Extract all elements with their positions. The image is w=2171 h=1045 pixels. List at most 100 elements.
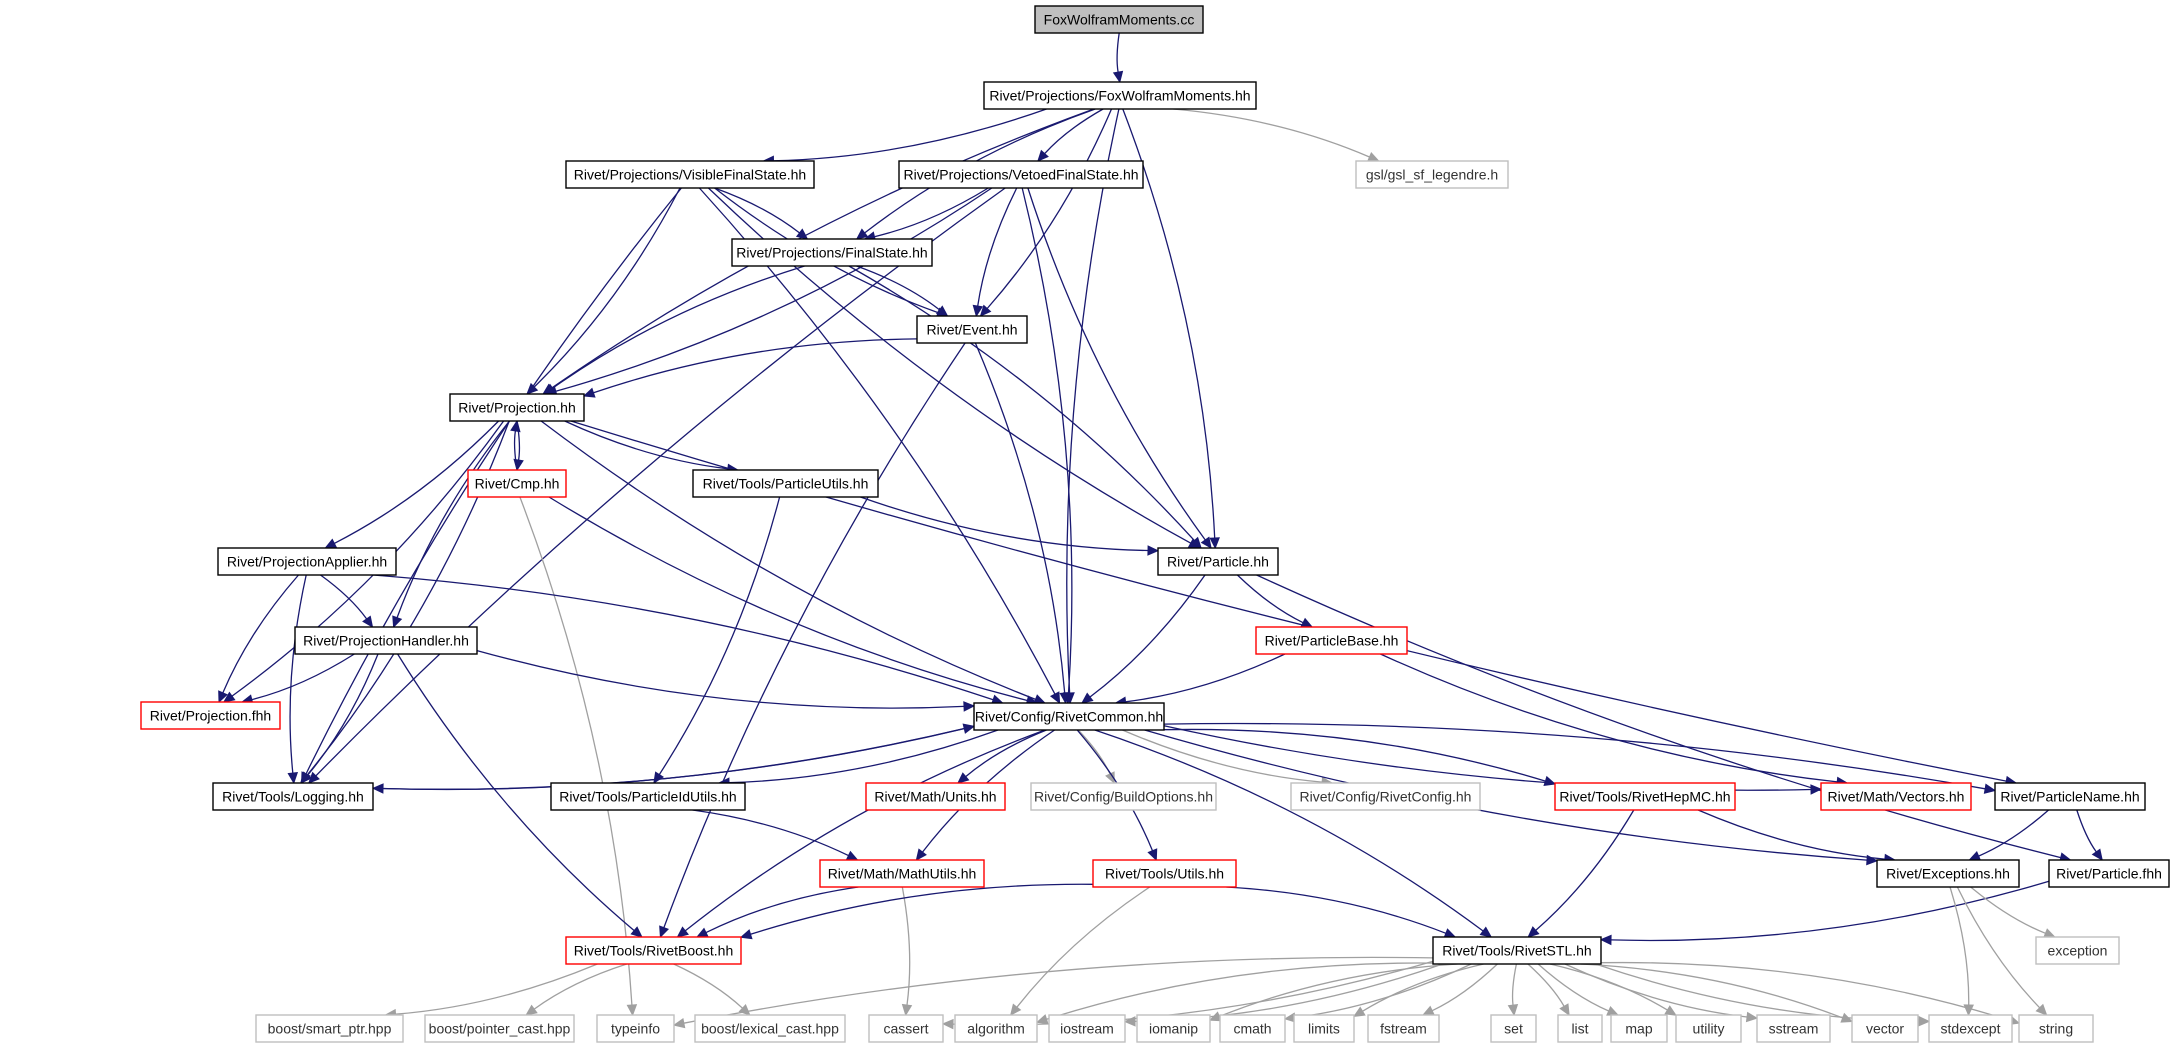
- arrowhead: [935, 305, 949, 317]
- node-box: [694, 1014, 846, 1043]
- arrowhead: [855, 228, 869, 240]
- node-proj[interactable]: Rivet/Projection.hh: [449, 393, 585, 422]
- arrowhead: [1479, 926, 1493, 938]
- edge-fwm-to-gsl: [1173, 108, 1380, 162]
- node-sstream: sstream: [1756, 1014, 1831, 1043]
- edge-line: [1527, 963, 1565, 1007]
- node-label: cmath: [1233, 1021, 1271, 1037]
- edge-papplier-to-logging: [287, 574, 307, 785]
- node-label: fstream: [1380, 1021, 1427, 1037]
- node-root[interactable]: FoxWolframMoments.cc: [1034, 5, 1204, 34]
- edge-line: [372, 727, 965, 790]
- node-box: [868, 1014, 944, 1043]
- edge-line: [395, 963, 598, 1015]
- node-box: [1610, 1014, 1668, 1043]
- node-event[interactable]: Rivet/Event.hh: [916, 315, 1028, 344]
- node-label: exception: [2048, 943, 2108, 959]
- node-label: Rivet/Tools/ParticleUtils.hh: [703, 476, 869, 492]
- node-box: [1490, 1014, 1537, 1043]
- edge-line: [564, 420, 728, 470]
- node-common[interactable]: Rivet/Config/RivetCommon.hh: [973, 702, 1165, 731]
- node-box: [692, 469, 879, 498]
- edge-utils-to-rstl: [1226, 886, 1457, 939]
- node-pfhh[interactable]: Rivet/Particle.fhh: [2048, 859, 2170, 888]
- edge-fwm-to-vfs: [762, 108, 1047, 167]
- node-box: [1928, 1014, 2013, 1043]
- arrowhead: [1968, 850, 1982, 861]
- node-vfs[interactable]: Rivet/Projections/VisibleFinalState.hh: [565, 160, 815, 189]
- node-particle[interactable]: Rivet/Particle.hh: [1157, 547, 1279, 576]
- node-mathutils[interactable]: Rivet/Math/MathUtils.hh: [819, 859, 985, 888]
- edge-line: [548, 496, 1028, 702]
- node-vetoed[interactable]: Rivet/Projections/VetoedFinalState.hh: [898, 160, 1144, 189]
- node-fs[interactable]: Rivet/Projections/FinalState.hh: [731, 238, 933, 267]
- edge-line: [320, 574, 368, 620]
- node-vectors[interactable]: Rivet/Math/Vectors.hh: [1820, 782, 1972, 811]
- node-box: [596, 1014, 675, 1043]
- edge-line: [1978, 809, 2050, 857]
- node-cmp[interactable]: Rivet/Cmp.hh: [467, 469, 567, 498]
- node-box: [255, 1014, 404, 1043]
- edge-line: [1511, 963, 1518, 1006]
- node-pbase[interactable]: Rivet/ParticleBase.hh: [1255, 626, 1408, 655]
- edge-hepmc-to-exceptions: [1697, 809, 1897, 865]
- node-box: [1355, 160, 1509, 189]
- node-label: gsl/gsl_sf_legendre.h: [1366, 167, 1498, 183]
- edge-papplier-to-projfhh: [218, 574, 299, 704]
- edge-mathutils-to-cassert: [901, 886, 913, 1017]
- node-units[interactable]: Rivet/Math/Units.hh: [865, 782, 1006, 811]
- edge-line: [1163, 728, 1546, 782]
- node-box: [1030, 782, 1217, 811]
- edge-fs-to-event: [856, 265, 949, 317]
- node-label: Rivet/Config/RivetConfig.hh: [1300, 789, 1472, 805]
- node-fwm[interactable]: Rivet/Projections/FoxWolframMoments.hh: [983, 81, 1257, 110]
- node-rconfig: Rivet/Config/RivetConfig.hh: [1290, 782, 1481, 811]
- node-rboost[interactable]: Rivet/Tools/RivetBoost.hh: [565, 936, 742, 965]
- edge-rstl-to-fstream: [1422, 963, 1498, 1016]
- arrowhead: [2043, 928, 2056, 939]
- node-box: [1554, 782, 1736, 811]
- node-phandler[interactable]: Rivet/ProjectionHandler.hh: [294, 626, 478, 655]
- arrowhead: [1147, 545, 1160, 556]
- edge-line: [1949, 886, 1970, 1006]
- edge-line: [986, 108, 1113, 309]
- arrowhead: [1527, 926, 1540, 938]
- edge-line: [705, 886, 859, 934]
- arrowhead: [1147, 848, 1158, 862]
- node-utils[interactable]: Rivet/Tools/Utils.hh: [1092, 859, 1237, 888]
- edge-line: [593, 338, 918, 394]
- arrowhead: [1606, 1005, 1620, 1016]
- edge-vetoed-to-particle: [1027, 187, 1212, 549]
- node-box: [212, 782, 374, 811]
- arrowhead: [1049, 691, 1061, 705]
- node-papplier[interactable]: Rivet/ProjectionApplier.hh: [217, 547, 397, 576]
- node-box: [731, 238, 933, 267]
- arrowhead: [1745, 1011, 1759, 1023]
- node-hepmc[interactable]: Rivet/Tools/RivetHepMC.hh: [1554, 782, 1736, 811]
- node-label: Rivet/Projection.fhh: [150, 708, 271, 724]
- node-pidutils[interactable]: Rivet/Tools/ParticleIdUtils.hh: [550, 782, 746, 811]
- edge-putils-to-particle: [860, 496, 1160, 556]
- node-exceptions[interactable]: Rivet/Exceptions.hh: [1876, 859, 2020, 888]
- edge-pbase-to-common: [1114, 653, 1286, 707]
- arrowhead: [659, 925, 670, 939]
- edge-line: [2076, 809, 2097, 853]
- node-pname[interactable]: Rivet/ParticleName.hh: [1994, 782, 2146, 811]
- node-logging[interactable]: Rivet/Tools/Logging.hh: [212, 782, 374, 811]
- edge-common-to-exceptions: [1144, 729, 1879, 866]
- node-buildopt: Rivet/Config/BuildOptions.hh: [1030, 782, 1217, 811]
- arrowhead: [979, 304, 992, 317]
- node-putils[interactable]: Rivet/Tools/ParticleUtils.hh: [692, 469, 879, 498]
- node-rstl[interactable]: Rivet/Tools/RivetSTL.hh: [1432, 936, 1602, 965]
- edge-line: [750, 883, 1094, 935]
- node-vector: vector: [1851, 1014, 1919, 1043]
- arrowhead: [941, 1018, 954, 1030]
- edge-rstl-to-utility: [1549, 963, 1678, 1016]
- edge-line: [1697, 809, 1885, 860]
- node-label: Rivet/Cmp.hh: [475, 476, 560, 492]
- edge-line: [728, 729, 999, 784]
- edge-line: [1362, 963, 1484, 1012]
- node-projfhh[interactable]: Rivet/Projection.fhh: [140, 701, 281, 730]
- node-label: utility: [1693, 1021, 1725, 1037]
- arrowhead: [222, 691, 236, 703]
